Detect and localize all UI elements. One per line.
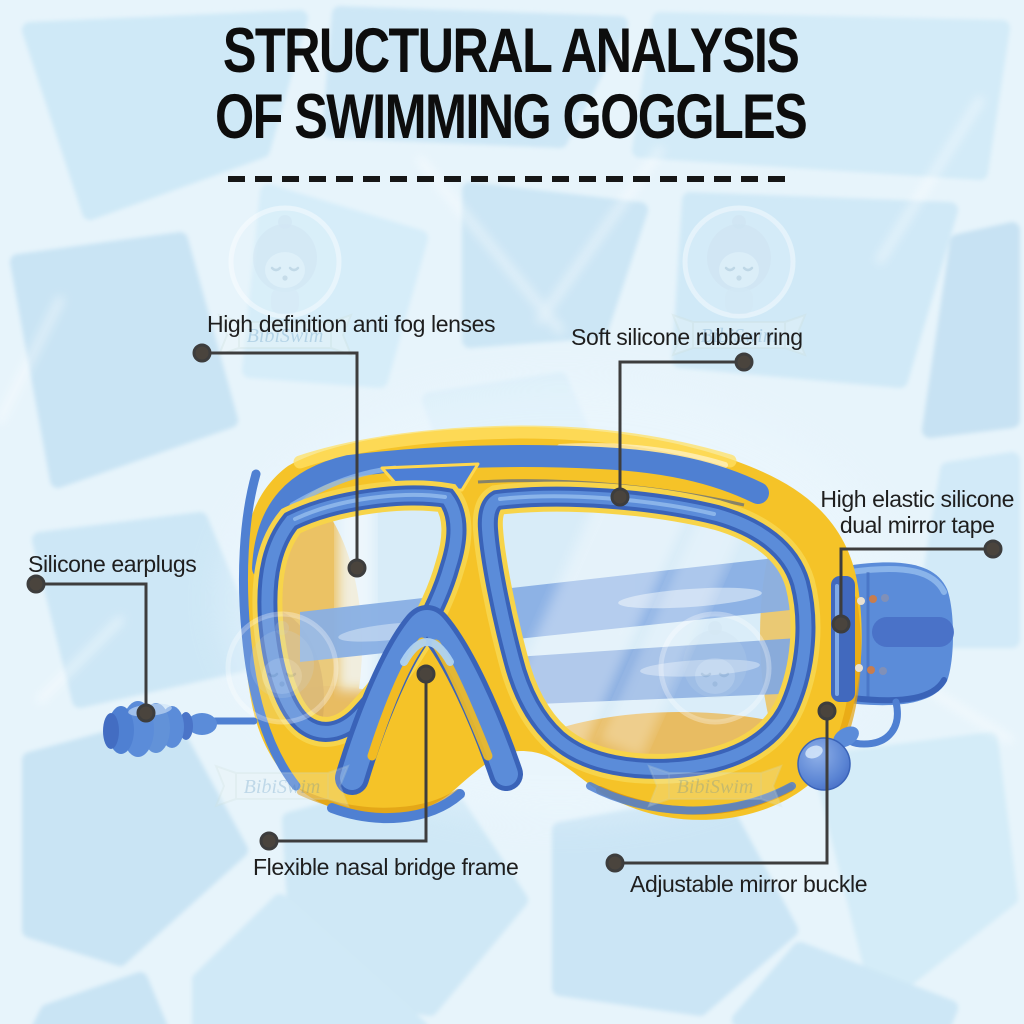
label-nasal-bridge: Flexible nasal bridge frame (253, 854, 519, 880)
earplug-right (797, 698, 901, 791)
watermark-logo: BibiSwim (214, 611, 350, 808)
head-strap-loop (846, 562, 954, 706)
leader-anti-fog (192, 343, 367, 578)
lens-right-inner-wall (487, 496, 806, 769)
leader-earplugs (26, 574, 156, 723)
leader-buckle (605, 701, 837, 873)
label-buckle: Adjustable mirror buckle (630, 871, 868, 897)
lens-glass (267, 495, 806, 769)
leader-tape (831, 539, 1003, 634)
earplug-left (103, 701, 258, 757)
label-earplugs: Silicone earplugs (28, 551, 197, 577)
page-title-line1: STRUCTURAL ANALYSIS (222, 16, 800, 86)
title-dashed-underline (228, 176, 790, 182)
label-elastic-tape: High elastic silicone dual mirror tape (820, 486, 1014, 538)
strap-clasp (831, 576, 889, 702)
label-anti-fog-lenses: High definition anti fog lenses (207, 311, 496, 337)
page-title-line2: OF SWIMMING GOGGLES (215, 82, 808, 152)
svg-text:BibiSwim: BibiSwim (244, 776, 321, 798)
goggles-frame (238, 425, 862, 824)
nasal-bridge (335, 605, 523, 795)
top-silicone-strip (252, 445, 769, 579)
watermark-logo: BibiSwim (647, 611, 783, 808)
label-elastic-tape-line1: High elastic silicone (820, 486, 1014, 512)
leader-rubber-ring (610, 352, 754, 507)
page-title: STRUCTURAL ANALYSIS OF SWIMMING GOGGLES (101, 18, 920, 150)
lens-rims (252, 480, 821, 784)
label-rubber-ring: Soft silicone rubber ring (571, 324, 803, 350)
svg-text:BibiSwim: BibiSwim (677, 776, 754, 798)
label-elastic-tape-line2: dual mirror tape (839, 512, 995, 538)
lens-left-inner-wall (267, 495, 457, 732)
leader-nasal-bridge (259, 664, 436, 851)
glow-behind-goggles (220, 380, 900, 820)
strap-through-lens (300, 552, 806, 708)
